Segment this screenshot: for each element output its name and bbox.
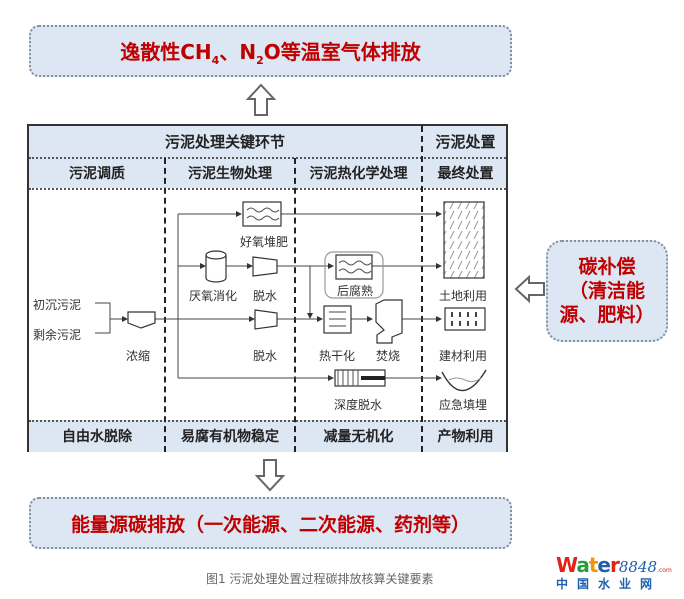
composting-icon: [242, 201, 282, 227]
logo-letter: a: [576, 553, 589, 577]
column-thermochemical: 污泥热化学处理: [309, 166, 408, 182]
figure-caption: 图1 污泥处理处置过程碳排放核算关键要素: [206, 572, 434, 586]
fugitive-emission-box: 逸散性CH4、N2O等温室气体排放: [29, 25, 512, 77]
sludge-process-table: 污泥处理关键环节 污泥处置 污泥调质 污泥生物处理 污泥热化学处理 最终处置 自…: [27, 124, 508, 452]
energy-emission-box: 能量源碳排放（一次能源、二次能源、药剂等）: [29, 497, 512, 549]
up-arrow-icon: [246, 83, 276, 116]
watermark-logo: Water8848.com 中国水业网: [556, 553, 676, 592]
column-conditioning: 污泥调质: [69, 166, 125, 182]
down-arrow-icon: [255, 459, 285, 492]
column-biological: 污泥生物处理: [188, 166, 272, 182]
footer-reduction-inorganization: 减量无机化: [323, 429, 394, 445]
header-key-steps: 污泥处理关键环节: [164, 133, 285, 151]
carbon-offset-line-1: 碳补偿: [578, 256, 636, 278]
digester-icon: [205, 250, 227, 283]
label-thermal-drying: 热干化: [319, 349, 356, 363]
header-disposal: 污泥处置: [435, 133, 496, 151]
column-final-disposal: 最终处置: [437, 166, 494, 182]
label-dewatering-2: 脱水: [253, 349, 278, 363]
logo-letter: W: [556, 553, 577, 577]
building-material-icon: [444, 307, 486, 331]
dewatering-press-icon: [252, 256, 278, 277]
landfill-icon: [441, 369, 487, 392]
label-anaerobic-digestion: 厌氧消化: [189, 289, 238, 303]
logo-brand: Water: [556, 553, 620, 577]
divider-2: [294, 158, 296, 452]
label-land-use: 土地利用: [439, 289, 488, 303]
input-primary-sludge: 初沉污泥: [33, 298, 82, 312]
left-arrow-icon: [514, 275, 545, 303]
thermal-dryer-icon: [323, 305, 352, 334]
logo-domain: .com: [657, 567, 672, 574]
carbon-offset-line-2: （清洁能: [568, 280, 645, 302]
label-emergency-landfill: 应急填埋: [439, 398, 488, 412]
label-post-maturation: 后腐熟: [337, 284, 374, 298]
logo-letter: e: [597, 553, 611, 577]
footer-product-utilization: 产物利用: [437, 429, 494, 445]
footer-free-water-removal: 自由水脱除: [62, 429, 132, 445]
footer-band: [29, 420, 506, 452]
logo-chinese-name: 中国水业网: [556, 577, 662, 591]
land-use-icon: [443, 201, 485, 279]
label-incineration: 焚烧: [376, 349, 401, 363]
energy-emission-label: 能量源碳排放（一次能源、二次能源、药剂等）: [70, 513, 470, 536]
label-building-material: 建材利用: [439, 349, 488, 363]
post-maturation-icon: [324, 251, 384, 299]
label-aerobic-composting: 好氧堆肥: [240, 235, 289, 249]
footer-organic-stabilization: 易腐有机物稳定: [181, 429, 279, 445]
label-dewatering-1: 脱水: [253, 289, 278, 303]
logo-letter: r: [610, 553, 620, 577]
carbon-offset-line-3: 源、肥料）: [559, 304, 655, 326]
incinerator-icon: [375, 299, 403, 344]
deep-dewatering-icon: [334, 369, 386, 387]
carbon-offset-box: 碳补偿 （清洁能 源、肥料）: [546, 240, 668, 342]
logo-letter: t: [588, 553, 599, 577]
divider-1: [164, 158, 166, 452]
input-excess-sludge: 剩余污泥: [33, 328, 82, 342]
dewatering-press-icon: [254, 309, 278, 330]
label-thickening: 浓缩: [126, 349, 151, 363]
label-deep-dewatering: 深度脱水: [334, 398, 383, 412]
fugitive-emission-label: 逸散性CH4、N2O等温室气体排放: [120, 39, 421, 67]
logo-number: 8848: [618, 558, 658, 576]
divider-3: [421, 126, 423, 452]
thickener-icon: [127, 311, 156, 329]
